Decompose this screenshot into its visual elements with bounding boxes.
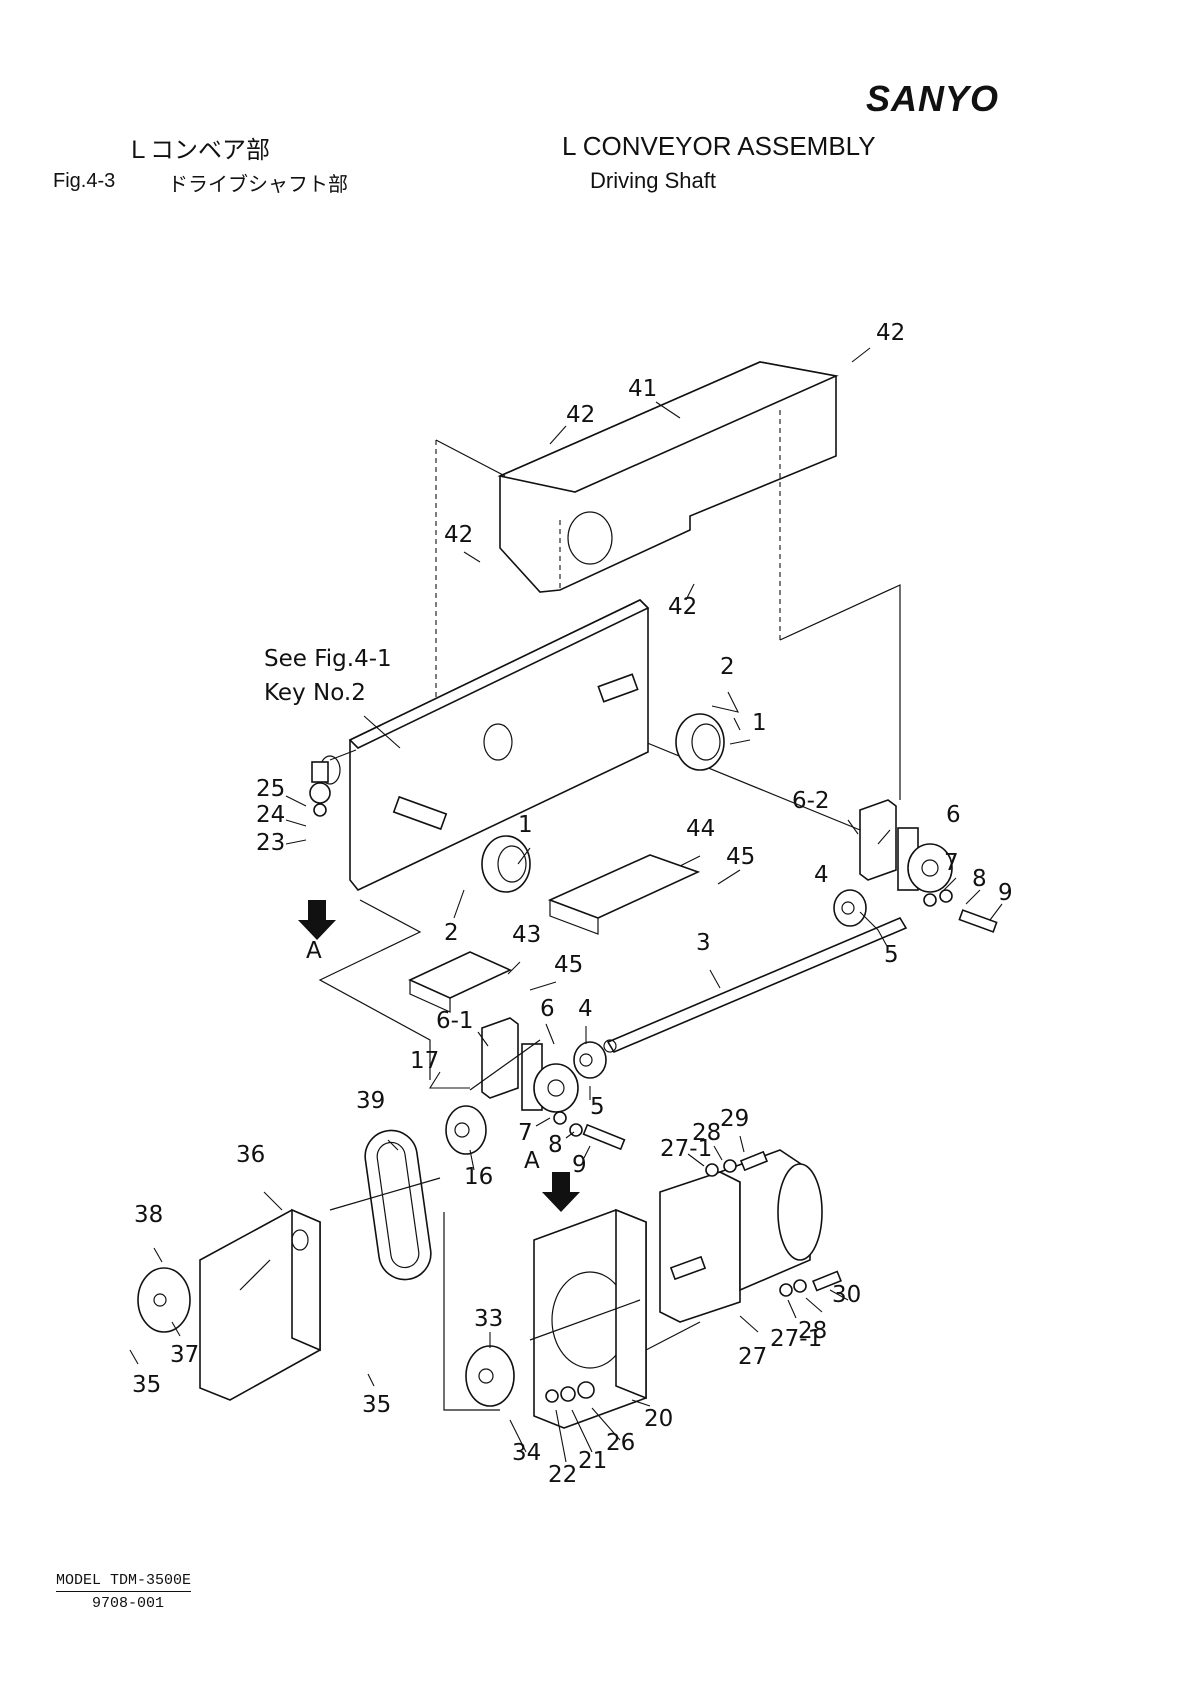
ref-note-line-2: Key No.2 <box>264 680 366 706</box>
label-28: 26 <box>606 1430 635 1456</box>
sprocket-part-4-left <box>574 1042 606 1078</box>
document-number: 9708-001 <box>92 1595 164 1612</box>
label-9-left: 9 <box>572 1152 587 1178</box>
label-29: 21 <box>578 1448 607 1474</box>
label-36: 36 <box>236 1142 265 1168</box>
label-1-lower: 1 <box>518 812 533 838</box>
pulley-part-1-lower <box>482 836 530 892</box>
bearing-block-part-6-2 <box>860 800 896 880</box>
label-6-2: 6-2 <box>792 788 830 814</box>
belt-cover-part-36 <box>200 1210 320 1400</box>
label-33: 33 <box>474 1306 503 1332</box>
label-2-lower: 2 <box>444 920 459 946</box>
label-39: 38 <box>134 1202 163 1228</box>
bearing-housing-part-6-left <box>522 1044 578 1112</box>
label-20: 20 <box>644 1406 673 1432</box>
sprocket-part-4-right <box>834 890 866 926</box>
model-number: MODEL TDM-3500E <box>56 1572 191 1592</box>
drive-shaft-part-3 <box>604 918 906 1052</box>
label-27-1: 30 <box>832 1282 861 1308</box>
view-marker-a-left: A <box>306 938 322 964</box>
label-37-right: 35 <box>362 1392 391 1418</box>
label-16: 16 <box>464 1164 493 1190</box>
label-35: 39 <box>356 1088 385 1114</box>
label-23: 25 <box>256 776 285 802</box>
label-42-a: 42 <box>876 320 905 346</box>
label-44: 44 <box>686 816 715 842</box>
label-9-right: 9 <box>998 880 1013 906</box>
timing-belt-part-35 <box>362 1127 434 1283</box>
label-45-left: 45 <box>554 952 583 978</box>
label-4-left: 4 <box>578 996 593 1022</box>
label-7-left: 7 <box>518 1120 533 1146</box>
label-45-right: 45 <box>726 844 755 870</box>
label-5-right: 5 <box>884 942 899 968</box>
view-arrow-a-right <box>542 1172 580 1212</box>
view-marker-a-right: A <box>524 1148 540 1174</box>
label-21: 23 <box>256 830 285 856</box>
bracket-part-43 <box>410 952 510 1012</box>
label-37-left: 35 <box>132 1372 161 1398</box>
label-6-right: 6 <box>946 802 961 828</box>
label-6-1: 6-1 <box>436 1008 474 1034</box>
label-24: 27 <box>738 1344 767 1370</box>
motor-part-24 <box>660 1150 822 1322</box>
label-25-bottom: 27-1 <box>770 1326 822 1352</box>
label-1-upper: 1 <box>752 710 767 736</box>
label-41: 41 <box>628 376 657 402</box>
label-3: 3 <box>696 930 711 956</box>
label-42-b: 42 <box>566 402 595 428</box>
label-42-c: 42 <box>444 522 473 548</box>
label-17: 17 <box>410 1048 439 1074</box>
label-30: 22 <box>548 1462 577 1488</box>
label-6-left: 6 <box>540 996 555 1022</box>
pulley-part-33 <box>466 1346 514 1406</box>
label-8-right: 8 <box>972 866 987 892</box>
label-7-right: 7 <box>944 850 959 876</box>
label-42-d: 42 <box>668 594 697 620</box>
bracket-part-44 <box>550 855 698 934</box>
side-frame-plate <box>320 600 648 890</box>
ref-note-line-1: See Fig.4-1 <box>264 646 392 672</box>
label-38: 37 <box>170 1342 199 1368</box>
view-arrow-a-left <box>298 900 336 940</box>
label-27: 29 <box>720 1106 749 1132</box>
label-5-left: 5 <box>590 1094 605 1120</box>
label-26-top: 28 <box>692 1120 721 1146</box>
label-4-right: 4 <box>814 862 829 888</box>
bearing-block-part-6-1 <box>482 1018 518 1098</box>
label-8-left: 8 <box>548 1132 563 1158</box>
label-34: 34 <box>512 1440 541 1466</box>
label-22: 24 <box>256 802 285 828</box>
label-43: 43 <box>512 922 541 948</box>
pulley-part-38 <box>138 1268 190 1332</box>
label-2-upper: 2 <box>720 654 735 680</box>
pulley-part-1-upper <box>676 714 724 770</box>
pulley-part-16 <box>446 1106 486 1154</box>
